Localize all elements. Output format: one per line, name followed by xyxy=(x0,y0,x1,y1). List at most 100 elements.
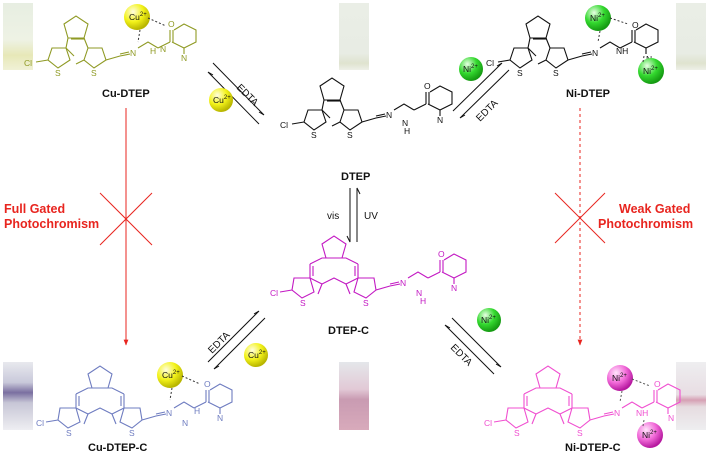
svg-text:Cu2+: Cu2+ xyxy=(129,12,147,22)
cu-ion-ball: Cu2+ xyxy=(124,4,150,30)
svg-text:N: N xyxy=(668,413,674,423)
vis-label: vis xyxy=(327,211,339,222)
cu-ion-reagent-bl: Cu2+ xyxy=(244,343,268,367)
svg-text:N: N xyxy=(400,278,406,288)
full-gated-text-2: Photochromism xyxy=(4,217,99,231)
svg-text:S: S xyxy=(300,298,306,308)
svg-text:N: N xyxy=(402,118,408,128)
edta-label-bl: EDTA xyxy=(206,330,232,356)
svg-text:O: O xyxy=(204,379,211,389)
vial-dtep-c xyxy=(339,362,369,430)
equilibrium-photo xyxy=(346,187,361,243)
svg-text:S: S xyxy=(514,428,520,438)
svg-text:O: O xyxy=(632,20,639,30)
svg-text:N: N xyxy=(160,44,166,54)
label-cu-dtep: Cu-DTEP xyxy=(102,88,150,100)
svg-text:Ni2+: Ni2+ xyxy=(481,315,496,325)
edta-label-tr: EDTA xyxy=(474,98,500,124)
svg-text:N: N xyxy=(592,48,598,58)
uv-label: UV xyxy=(364,211,378,222)
svg-text:S: S xyxy=(66,428,72,438)
label-ni-dtep-c: Ni-DTEP-C xyxy=(565,442,621,454)
vial-dtep xyxy=(339,3,369,70)
weak-gated-text-2: Photochromism xyxy=(598,217,693,231)
molecule-cu-dtep: Cl S S N H N O N xyxy=(24,15,197,78)
vial-ni-dtep-c xyxy=(676,362,706,430)
svg-text:H: H xyxy=(194,406,200,416)
vial-ni-dtep xyxy=(676,3,706,70)
svg-text:O: O xyxy=(438,249,445,259)
svg-text:H: H xyxy=(420,296,426,306)
svg-text:Ni2+: Ni2+ xyxy=(612,373,627,383)
svg-text:Ni2+: Ni2+ xyxy=(643,66,658,76)
ni-ion-ball-pink-1: Ni2+ xyxy=(607,365,633,391)
molecule-ni-dtep: Cl S S N NH O N xyxy=(486,15,659,78)
molecule-cu-dtep-c: Cl S S N N H O N xyxy=(36,365,233,438)
svg-text:O: O xyxy=(424,81,431,91)
equilibrium-cu-dtep xyxy=(207,62,265,125)
svg-text:S: S xyxy=(517,68,523,78)
svg-text:Cl: Cl xyxy=(270,288,278,298)
molecule-dtep-c: Cl S S N N H O N xyxy=(270,235,467,308)
label-dtep-c: DTEP-C xyxy=(328,325,369,337)
edta-label-br: EDTA xyxy=(448,342,474,368)
equilibrium-cu-dtep-c xyxy=(207,310,266,370)
svg-text:S: S xyxy=(363,298,369,308)
svg-text:H: H xyxy=(404,126,410,136)
label-ni-dtep: Ni-DTEP xyxy=(566,88,610,100)
vial-cu-dtep xyxy=(3,3,33,70)
molecule-dtep: Cl S S N N H O N xyxy=(280,77,453,140)
svg-text:Cu2+: Cu2+ xyxy=(248,350,266,360)
svg-text:Ni2+: Ni2+ xyxy=(590,13,605,23)
ni-ion-reagent-br: Ni2+ xyxy=(477,308,501,332)
svg-text:O: O xyxy=(168,19,175,29)
edta-label-tl: EDTA xyxy=(234,82,260,108)
vial-cu-dtep-c xyxy=(3,362,33,430)
svg-text:Cl: Cl xyxy=(486,58,494,68)
svg-text:S: S xyxy=(55,68,61,78)
svg-text:N: N xyxy=(130,48,136,58)
svg-text:S: S xyxy=(577,428,583,438)
svg-text:Cu2+: Cu2+ xyxy=(162,370,180,380)
svg-text:Cl: Cl xyxy=(484,418,492,428)
full-gated-cross xyxy=(99,192,153,246)
svg-text:S: S xyxy=(91,68,97,78)
cu-ion-ball-closed: Cu2+ xyxy=(157,362,183,388)
full-gated-text-1: Full Gated xyxy=(4,202,65,216)
svg-text:NH: NH xyxy=(636,408,648,418)
svg-text:N: N xyxy=(437,115,443,125)
svg-text:N: N xyxy=(166,408,172,418)
svg-text:Cl: Cl xyxy=(280,120,288,130)
svg-text:Cl: Cl xyxy=(24,58,32,68)
molecule-ni-dtep-c: Cl S S N NH O N xyxy=(484,365,681,438)
svg-text:Ni2+: Ni2+ xyxy=(463,64,478,74)
weak-gated-cross xyxy=(554,192,606,244)
equilibrium-ni-dtep-c xyxy=(444,317,502,375)
svg-text:S: S xyxy=(347,130,353,140)
svg-text:Cl: Cl xyxy=(36,418,44,428)
svg-text:N: N xyxy=(217,413,223,423)
svg-text:NH: NH xyxy=(616,46,628,56)
svg-text:N: N xyxy=(182,418,188,428)
svg-text:Ni2+: Ni2+ xyxy=(642,430,657,440)
svg-text:S: S xyxy=(553,68,559,78)
svg-text:S: S xyxy=(311,130,317,140)
svg-text:N: N xyxy=(416,288,422,298)
svg-text:S: S xyxy=(129,428,135,438)
weak-gated-text-1: Weak Gated xyxy=(619,202,690,216)
svg-text:N: N xyxy=(386,110,392,120)
cu-ion-reagent-tl: Cu2+ xyxy=(209,88,233,112)
svg-text:N: N xyxy=(181,53,187,63)
svg-text:O: O xyxy=(654,379,661,389)
svg-text:N: N xyxy=(451,283,457,293)
label-dtep: DTEP xyxy=(341,171,370,183)
ni-ion-reagent-tr: Ni2+ xyxy=(459,57,483,81)
svg-text:H: H xyxy=(150,46,156,56)
ni-ion-ball-pink-2: Ni2+ xyxy=(637,422,663,448)
ni-ion-ball-1: Ni2+ xyxy=(585,5,611,31)
svg-text:N: N xyxy=(614,408,620,418)
equilibrium-ni-dtep xyxy=(452,62,510,119)
label-cu-dtep-c: Cu-DTEP-C xyxy=(88,442,147,454)
